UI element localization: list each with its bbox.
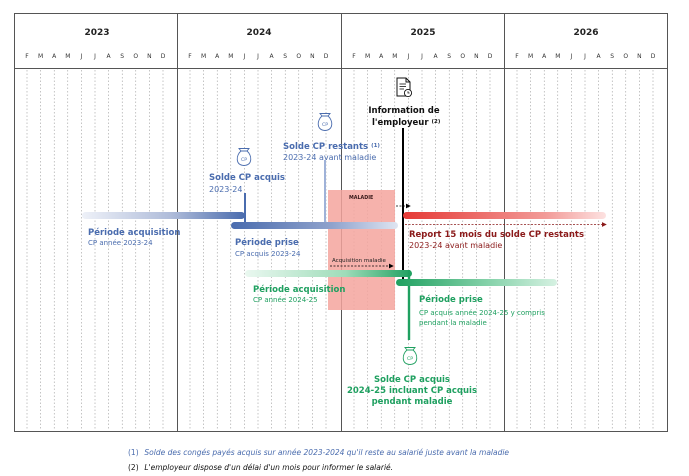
- money-bag-icon: CP: [236, 148, 252, 166]
- year-2023: 2023: [84, 28, 109, 38]
- solde-final-sub-1: 2024-25 incluant CP acquis: [347, 386, 477, 396]
- month-label: S: [120, 53, 124, 60]
- month-label: S: [283, 53, 287, 60]
- report-title: Report 15 mois du solde CP restants: [409, 230, 584, 240]
- footnote-2: (2) L'employeur dispose d'un délai d'un …: [128, 463, 393, 472]
- prise-2024-title: Période prise: [419, 294, 483, 305]
- month-label: M: [365, 53, 370, 60]
- month-label: F: [515, 53, 519, 60]
- footnote-2-number: (2): [128, 463, 139, 472]
- solde-restants-title: Solde CP restants (1): [283, 142, 380, 152]
- report-sub: 2023-24 avant maladie: [409, 241, 502, 250]
- month-label: A: [215, 53, 220, 60]
- maladie-zone: [328, 190, 395, 310]
- month-label: N: [474, 53, 479, 60]
- month-label: D: [324, 53, 329, 60]
- acq-2023-sub: CP année 2023-24: [88, 239, 153, 247]
- prise-2024-sub-1: CP acquis année 2024-25 y compris: [419, 309, 545, 317]
- money-bag-icon: CP: [402, 347, 418, 365]
- month-label: S: [447, 53, 451, 60]
- year-2024: 2024: [246, 28, 271, 38]
- month-label: M: [228, 53, 233, 60]
- acq-2024-title: Période acquisition: [253, 284, 345, 295]
- acquisition-maladie-label: Acquisition maladie: [332, 258, 387, 264]
- maladie-label: MALADIE: [349, 195, 373, 201]
- year-2025: 2025: [410, 28, 435, 38]
- month-label: J: [583, 53, 586, 60]
- month-label: D: [488, 53, 493, 60]
- month-label: A: [434, 53, 439, 60]
- month-label: O: [623, 53, 628, 60]
- year-2026: 2026: [573, 28, 598, 38]
- month-label: M: [555, 53, 560, 60]
- prise-2023-title: Période prise: [235, 237, 299, 248]
- month-label: A: [542, 53, 547, 60]
- month-label: A: [107, 53, 112, 60]
- footnote-1-text: Solde des congés payés acquis sur année …: [144, 448, 510, 457]
- svg-text:CP: CP: [407, 356, 413, 362]
- footnote-2-text: L'employeur dispose d'un délai d'un mois…: [144, 463, 394, 472]
- solde-restants-sub: 2023-24 avant maladie: [283, 153, 376, 162]
- month-label: N: [637, 53, 642, 60]
- month-label: F: [25, 53, 29, 60]
- month-label: A: [379, 53, 384, 60]
- month-label: J: [420, 53, 423, 60]
- month-label: J: [93, 53, 96, 60]
- month-label: A: [52, 53, 57, 60]
- month-label: J: [570, 53, 573, 60]
- month-label: S: [610, 53, 614, 60]
- month-label: J: [243, 53, 246, 60]
- prise-2024-sub-2: pendant la maladie: [419, 319, 487, 327]
- month-label: D: [161, 53, 166, 60]
- month-label: M: [528, 53, 533, 60]
- periode-prise-2023-bar: [231, 222, 398, 229]
- month-label: F: [188, 53, 192, 60]
- month-label: F: [352, 53, 356, 60]
- month-label: M: [38, 53, 43, 60]
- info-employeur-title: Information de: [368, 106, 439, 116]
- month-label: J: [256, 53, 259, 60]
- periode-acquisition-2023-bar: [82, 212, 245, 219]
- periode-prise-2024-bar: [396, 279, 557, 286]
- footnote-1-number: (1): [128, 448, 139, 457]
- month-label: J: [80, 53, 83, 60]
- month-label: A: [597, 53, 602, 60]
- month-label: A: [270, 53, 275, 60]
- month-label: O: [296, 53, 301, 60]
- info-employeur-title-2: l'employeur (2): [372, 118, 441, 128]
- acq-2024-sub: CP année 2024-25: [253, 296, 318, 304]
- solde-acquis-title: Solde CP acquis: [209, 173, 285, 183]
- month-label: M: [65, 53, 70, 60]
- month-label: D: [651, 53, 656, 60]
- solde-acquis-sub: 2023-24: [209, 185, 242, 194]
- month-label: N: [310, 53, 315, 60]
- month-label: O: [460, 53, 465, 60]
- diagram-frame: [14, 13, 668, 432]
- month-label: M: [392, 53, 397, 60]
- month-label: J: [407, 53, 410, 60]
- month-label: O: [133, 53, 138, 60]
- svg-text:CP: CP: [241, 157, 247, 163]
- money-bag-icon: CP: [317, 113, 333, 131]
- solde-final-title: Solde CP acquis: [374, 375, 450, 385]
- footnote-1: (1) Solde des congés payés acquis sur an…: [128, 448, 509, 457]
- month-label: N: [147, 53, 152, 60]
- report-bar: [403, 212, 606, 219]
- prise-2023-sub: CP acquis 2023-24: [235, 250, 301, 258]
- acq-2023-title: Période acquisition: [88, 227, 180, 238]
- document-clock-icon: [396, 77, 413, 98]
- solde-final-sub-2: pendant maladie: [372, 397, 453, 407]
- month-label: M: [201, 53, 206, 60]
- svg-text:CP: CP: [322, 122, 328, 128]
- periode-acquisition-2024-bar: [245, 270, 412, 277]
